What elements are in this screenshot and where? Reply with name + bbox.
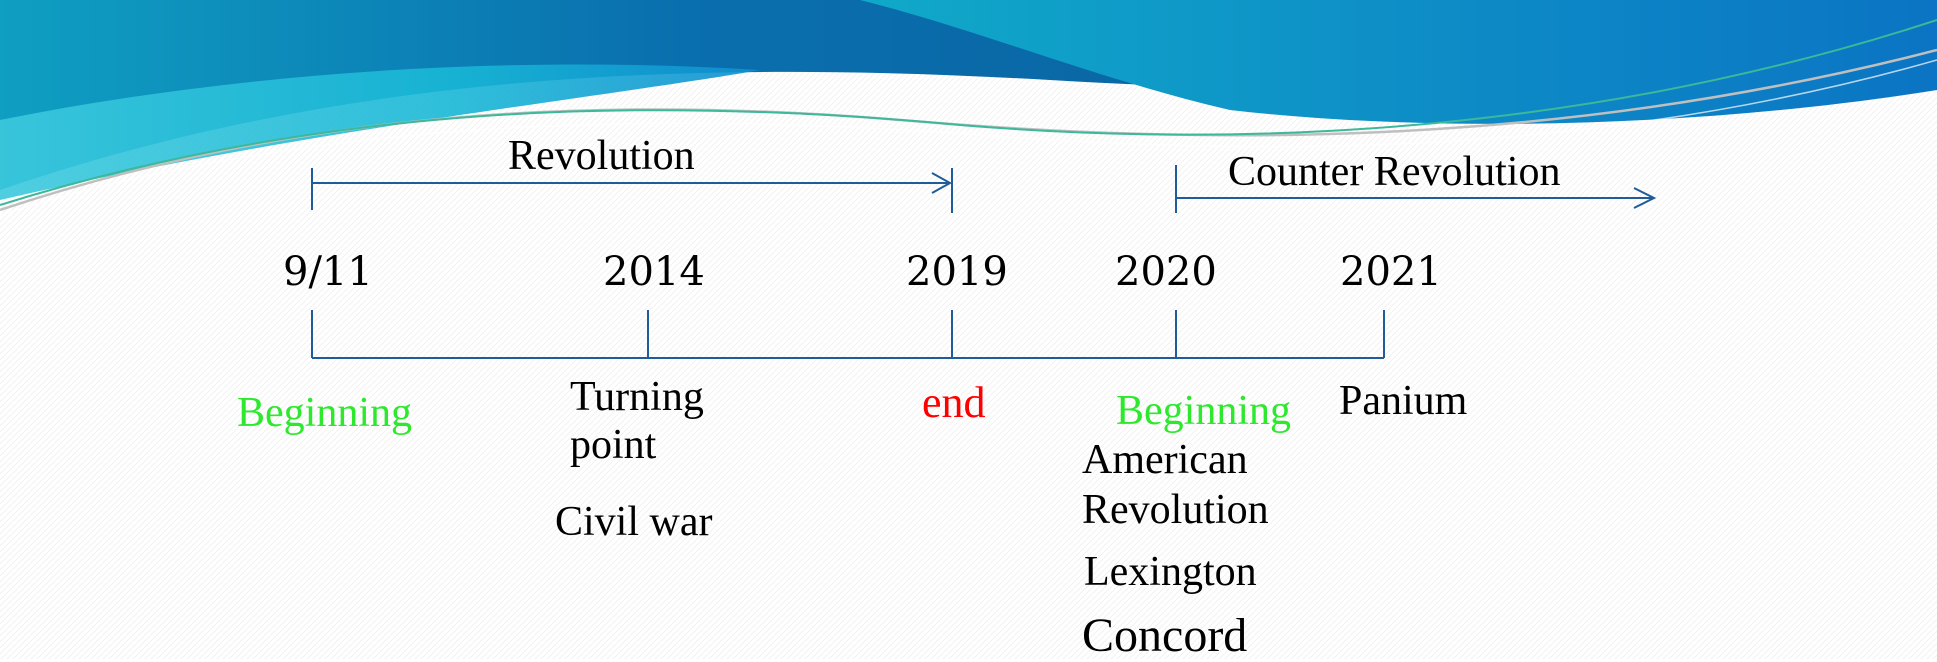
year-9-11: 9/11 — [283, 249, 373, 295]
revolution-span-label: Revolution — [508, 133, 695, 179]
revolution-span — [311, 168, 953, 213]
concord-label: Concord — [1082, 609, 1248, 662]
header-banner — [0, 0, 1937, 216]
beginning-label-counter-revolution: Beginning — [1116, 388, 1291, 434]
year-2014: 2014 — [603, 249, 705, 295]
timeline-axis — [311, 310, 1385, 359]
american-revolution-label-line2: Revolution — [1082, 487, 1269, 533]
turning-point-label-line2: point — [570, 422, 657, 468]
beginning-label-revolution: Beginning — [237, 390, 412, 436]
civil-war-label: Civil war — [555, 499, 713, 545]
counter-revolution-span — [1175, 165, 1657, 213]
turning-point-label-line1: Turning — [570, 374, 704, 420]
american-revolution-label-line1: American — [1082, 437, 1248, 483]
counter-revolution-span-label: Counter Revolution — [1228, 149, 1561, 195]
lexington-label: Lexington — [1084, 549, 1257, 595]
panium-label: Panium — [1339, 378, 1468, 424]
year-2021: 2021 — [1340, 249, 1442, 295]
end-label: end — [922, 378, 986, 427]
year-2019: 2019 — [906, 249, 1008, 295]
year-2020: 2020 — [1115, 249, 1217, 295]
